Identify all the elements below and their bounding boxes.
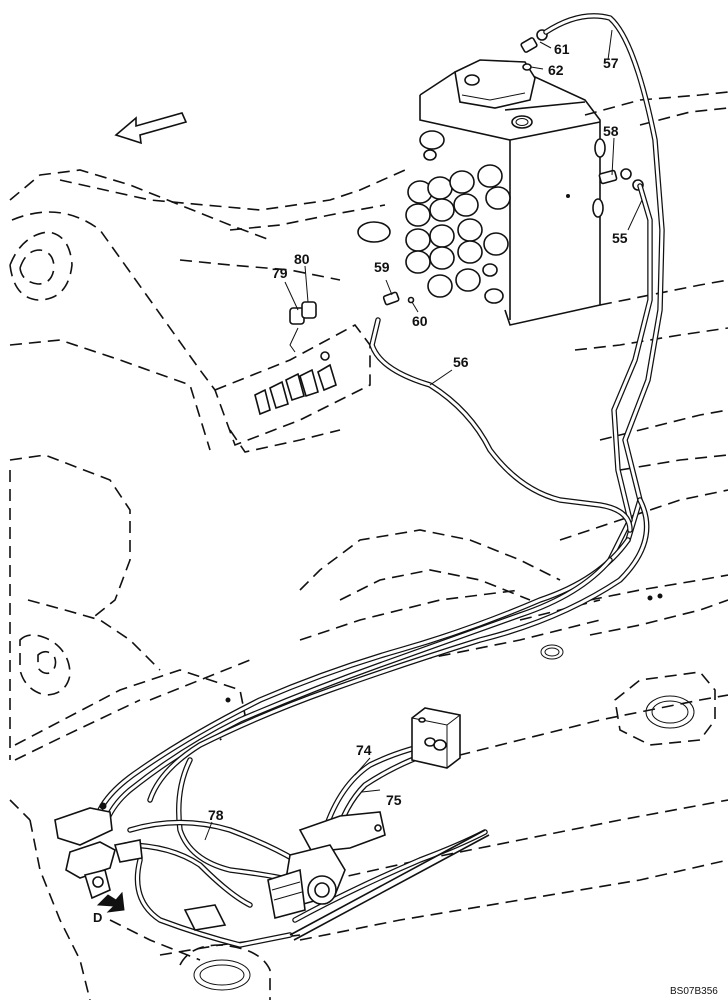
hose-56 <box>369 317 633 533</box>
callout-56: 56 <box>453 354 469 370</box>
fitting-59 <box>382 291 400 306</box>
callout-61: 61 <box>554 41 570 57</box>
callout-78: 78 <box>208 807 224 823</box>
hose-57 <box>543 13 665 543</box>
o-ring-60 <box>407 296 415 304</box>
frame-outline <box>9 91 728 1000</box>
callout-79: 79 <box>272 265 288 281</box>
callout-57: 57 <box>603 55 619 71</box>
view-letter: D <box>93 910 102 925</box>
lower-centre-valve <box>183 811 386 931</box>
leader-lines <box>204 29 643 841</box>
fitting-61 <box>520 29 548 53</box>
callout-55: 55 <box>612 230 628 246</box>
drain-pipe <box>289 829 490 941</box>
callout-58: 58 <box>603 123 619 139</box>
callout-labels: 61 62 57 58 55 59 60 56 80 79 74 75 78 D… <box>93 41 718 997</box>
hose-55 <box>607 183 653 563</box>
callout-74: 74 <box>356 742 372 758</box>
connector-bracket <box>213 323 371 447</box>
hose-bundle <box>97 497 650 828</box>
callout-80: 80 <box>294 251 310 267</box>
control-valve-block <box>357 59 606 326</box>
o-ring-62 <box>522 63 532 71</box>
solenoid-valve-block <box>411 707 461 769</box>
callout-60: 60 <box>412 313 428 329</box>
lower-left-valve <box>54 802 143 913</box>
reference-code: BS07B356 <box>670 986 718 997</box>
hose-78 <box>122 757 298 908</box>
front-direction-arrow <box>114 112 188 145</box>
callout-59: 59 <box>374 259 390 275</box>
connector-79-80 <box>289 301 317 353</box>
callout-75: 75 <box>386 792 402 808</box>
callout-62: 62 <box>548 62 564 78</box>
fitting-58 <box>598 168 644 191</box>
